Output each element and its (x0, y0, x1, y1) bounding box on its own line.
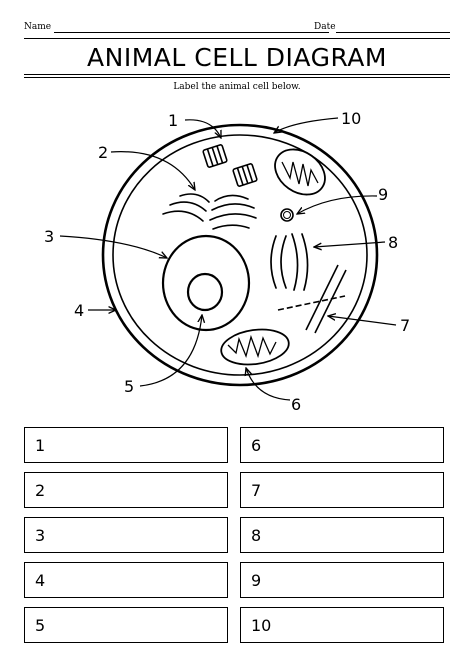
animal-cell-diagram: 1 10 2 9 3 8 4 7 5 6 (44, 109, 410, 414)
cytoskeleton (277, 264, 347, 334)
answer-box-9[interactable]: 9 (240, 562, 444, 598)
answer-box-1[interactable]: 1 (24, 427, 228, 463)
instructions: Label the animal cell below. (173, 82, 301, 92)
title-rule-upper (24, 74, 450, 75)
callout-1: 1 (168, 111, 178, 130)
centrioles (202, 144, 258, 187)
cell-membrane-inner (112, 134, 368, 376)
callout-9: 9 (378, 185, 388, 204)
answer-box-3[interactable]: 3 (24, 517, 228, 553)
golgi-apparatus (162, 193, 257, 230)
answer-box-10[interactable]: 10 (240, 607, 444, 643)
nucleolus (186, 272, 224, 312)
page-title: ANIMAL CELL DIAGRAM (87, 43, 387, 72)
callout-4: 4 (74, 301, 84, 320)
answer-box-7[interactable]: 7 (240, 472, 444, 508)
answer-box-8[interactable]: 8 (240, 517, 444, 553)
callout-6: 6 (291, 395, 301, 414)
date-field[interactable] (336, 32, 450, 33)
header-row: Name Date (24, 22, 450, 36)
title-rule-lower (24, 77, 450, 78)
top-rule (24, 38, 450, 39)
callout-10: 10 (341, 109, 361, 128)
callout-2: 2 (98, 143, 108, 162)
callout-5: 5 (124, 377, 134, 396)
callout-3: 3 (44, 227, 54, 246)
callout-8: 8 (388, 233, 398, 252)
smooth-er (270, 233, 309, 291)
mitochondrion-bottom (220, 328, 290, 366)
answer-box-4[interactable]: 4 (24, 562, 228, 598)
lysosome (280, 208, 294, 222)
date-label: Date (314, 22, 336, 32)
nucleus (161, 234, 251, 332)
answer-box-2[interactable]: 2 (24, 472, 228, 508)
mitochondrion-top (274, 148, 326, 196)
callout-7: 7 (400, 316, 410, 335)
answer-box-5[interactable]: 5 (24, 607, 228, 643)
cell-membrane-outer (101, 123, 379, 387)
answer-box-6[interactable]: 6 (240, 427, 444, 463)
name-field[interactable] (54, 32, 329, 33)
name-label: Name (24, 22, 52, 32)
